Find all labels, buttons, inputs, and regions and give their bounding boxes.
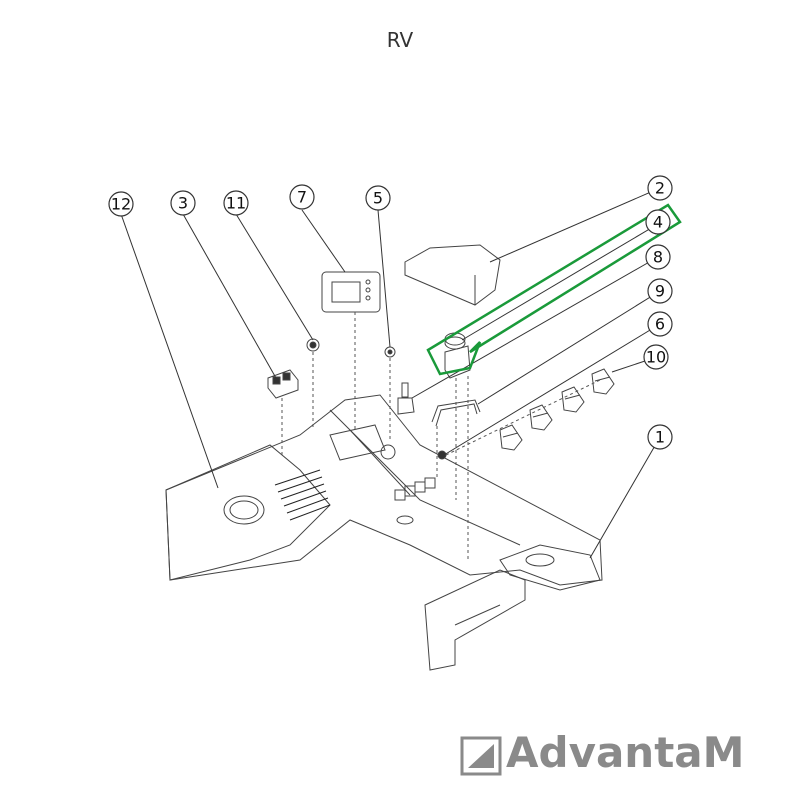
callout-number: 6	[655, 315, 665, 334]
joystick-part	[397, 397, 415, 415]
callout-number: 1	[655, 428, 665, 447]
callout-circle	[645, 244, 671, 270]
display-unit-part	[321, 271, 381, 313]
callout-number: 8	[653, 248, 663, 267]
callout-1: 1	[647, 424, 673, 450]
callout-number: 2	[655, 179, 665, 198]
callout-circle	[643, 344, 669, 370]
callout-number: 11	[226, 194, 246, 213]
callout-9: 9	[647, 278, 673, 304]
callout-circle	[365, 185, 391, 211]
panel-opening	[223, 495, 265, 525]
callout-number: 12	[111, 195, 131, 214]
highlight-outline	[426, 203, 682, 376]
page-title: RV	[386, 28, 414, 52]
armrest-pad-part	[404, 244, 501, 306]
callout-8: 8	[645, 244, 671, 270]
callout-circle	[647, 424, 673, 450]
callout-10: 10	[643, 344, 669, 370]
side-panel-part	[165, 444, 331, 581]
callout-number: 9	[655, 282, 665, 301]
callout-circle	[223, 190, 249, 216]
callout-2: 2	[647, 175, 673, 201]
brand-logo-mark	[460, 736, 502, 776]
callout-circle	[108, 191, 134, 217]
callout-6: 6	[647, 311, 673, 337]
callout-circle	[647, 311, 673, 337]
lever-grips-part	[499, 368, 615, 451]
switch-block-part	[267, 369, 299, 399]
callout-12: 12	[108, 191, 134, 217]
callout-7: 7	[289, 184, 315, 210]
callout-circle	[647, 175, 673, 201]
callout-circle	[170, 190, 196, 216]
emergency-stop-part	[444, 345, 471, 379]
knob-part	[306, 338, 320, 352]
callout-number: 3	[178, 194, 188, 213]
callout-number: 7	[297, 188, 307, 207]
brand-logo-text: AdvantaM	[506, 727, 745, 777]
callout-3: 3	[170, 190, 196, 216]
callout-11: 11	[223, 190, 249, 216]
callout-number: 10	[646, 348, 666, 367]
callout-circle	[645, 209, 671, 235]
base-frame-part	[165, 394, 603, 586]
callout-circle	[289, 184, 315, 210]
brand-logo: AdvantaM	[506, 727, 745, 777]
callout-5: 5	[365, 185, 391, 211]
callout-4: 4	[645, 209, 671, 235]
callout-number: 4	[653, 213, 663, 232]
callout-number: 5	[373, 189, 383, 208]
front-bracket-part	[424, 569, 526, 671]
callout-circle	[647, 278, 673, 304]
